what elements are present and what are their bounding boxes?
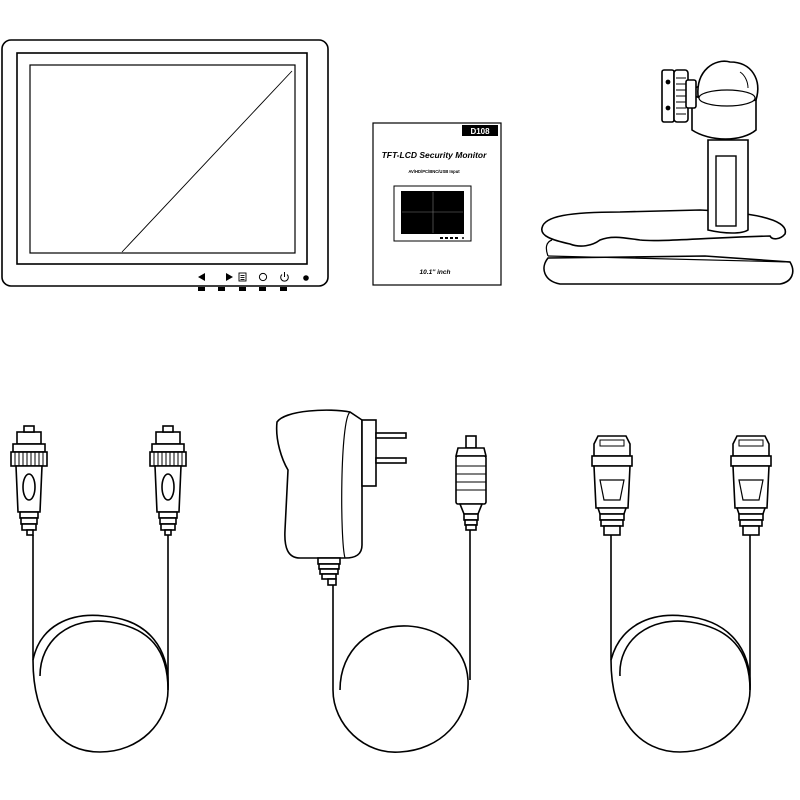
- manual-subtitle: AV/HD/PC/BNC/USB Input: [408, 169, 460, 174]
- left-arrow-icon: [198, 273, 205, 281]
- bnc-cable: [10, 425, 187, 753]
- dc-plug: [454, 435, 488, 531]
- hdmi-cable-loop: [610, 535, 751, 753]
- stand-base-bottom: [543, 255, 794, 285]
- stand-mount-plate: [661, 69, 675, 123]
- menu-icon: [238, 272, 247, 282]
- user-manual: D108 TFT-LCD Security Monitor AV/HD/PC/B…: [372, 122, 502, 286]
- monitor-bezel: [1, 39, 329, 287]
- manual-monitor-image-buttons: [440, 237, 464, 239]
- manual-monitor-image-screen: [401, 191, 464, 234]
- screen-reflection: [121, 70, 293, 253]
- bnc-connector-right: [149, 425, 187, 536]
- power-adapter: [275, 409, 488, 753]
- monitor-stand: [541, 60, 794, 285]
- monitor-screen-inner: [29, 64, 296, 254]
- power-led: [303, 275, 309, 281]
- stand-base-top: [541, 209, 786, 247]
- adapter-prong-top: [375, 432, 407, 439]
- monitor-button-tabs: [198, 287, 287, 291]
- bnc-cable-loop-detail: [32, 614, 169, 691]
- bnc-connector-left: [10, 425, 48, 536]
- hdmi-cable: [591, 435, 772, 753]
- manual-badge: D108: [470, 127, 490, 136]
- hdmi-connector-right: [730, 435, 772, 536]
- power-adapter-cable: [332, 530, 471, 753]
- manual-title: TFT-LCD Security Monitor: [382, 150, 488, 160]
- adapter-prong-bottom: [375, 457, 407, 464]
- monitor-button-row: [198, 272, 309, 282]
- right-arrow-icon: [226, 273, 233, 281]
- bnc-cable-loop: [32, 535, 169, 753]
- monitor-screen-outer: [16, 52, 308, 265]
- hdmi-connector-left: [591, 435, 633, 536]
- stand-neck-slot: [715, 155, 737, 227]
- adapter-body: [275, 409, 363, 559]
- power-icon: [280, 272, 289, 282]
- manual-badge-box: [462, 125, 498, 136]
- lcd-monitor: [1, 39, 329, 291]
- manual-size: 10.1'' inch: [420, 269, 451, 276]
- source-icon: [258, 272, 268, 282]
